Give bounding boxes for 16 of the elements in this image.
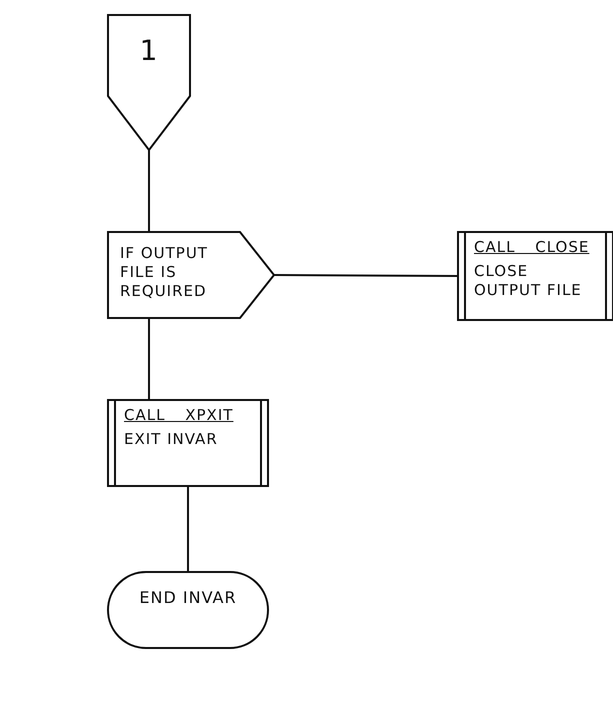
predefined-process-box bbox=[458, 232, 613, 320]
predefined-process-box bbox=[108, 400, 268, 486]
process-description: EXIT INVAR bbox=[124, 430, 219, 449]
terminal-text: END INVAR bbox=[138, 588, 238, 608]
connector-line bbox=[187, 486, 189, 572]
terminal-box bbox=[108, 572, 268, 648]
call-heading: CALL CLOSE bbox=[474, 238, 590, 257]
connector-line bbox=[148, 150, 150, 232]
process-description: CLOSE OUTPUT FILE bbox=[474, 262, 583, 300]
decision-box bbox=[108, 232, 274, 318]
connector-label: 1 bbox=[138, 33, 160, 68]
off-page-connector bbox=[108, 15, 190, 150]
call-heading: CALL XPXIT bbox=[124, 406, 234, 425]
condition-text: IF OUTPUT FILE IS REQUIRED bbox=[120, 244, 209, 300]
connector-line bbox=[148, 318, 150, 400]
connector-line bbox=[274, 274, 458, 277]
